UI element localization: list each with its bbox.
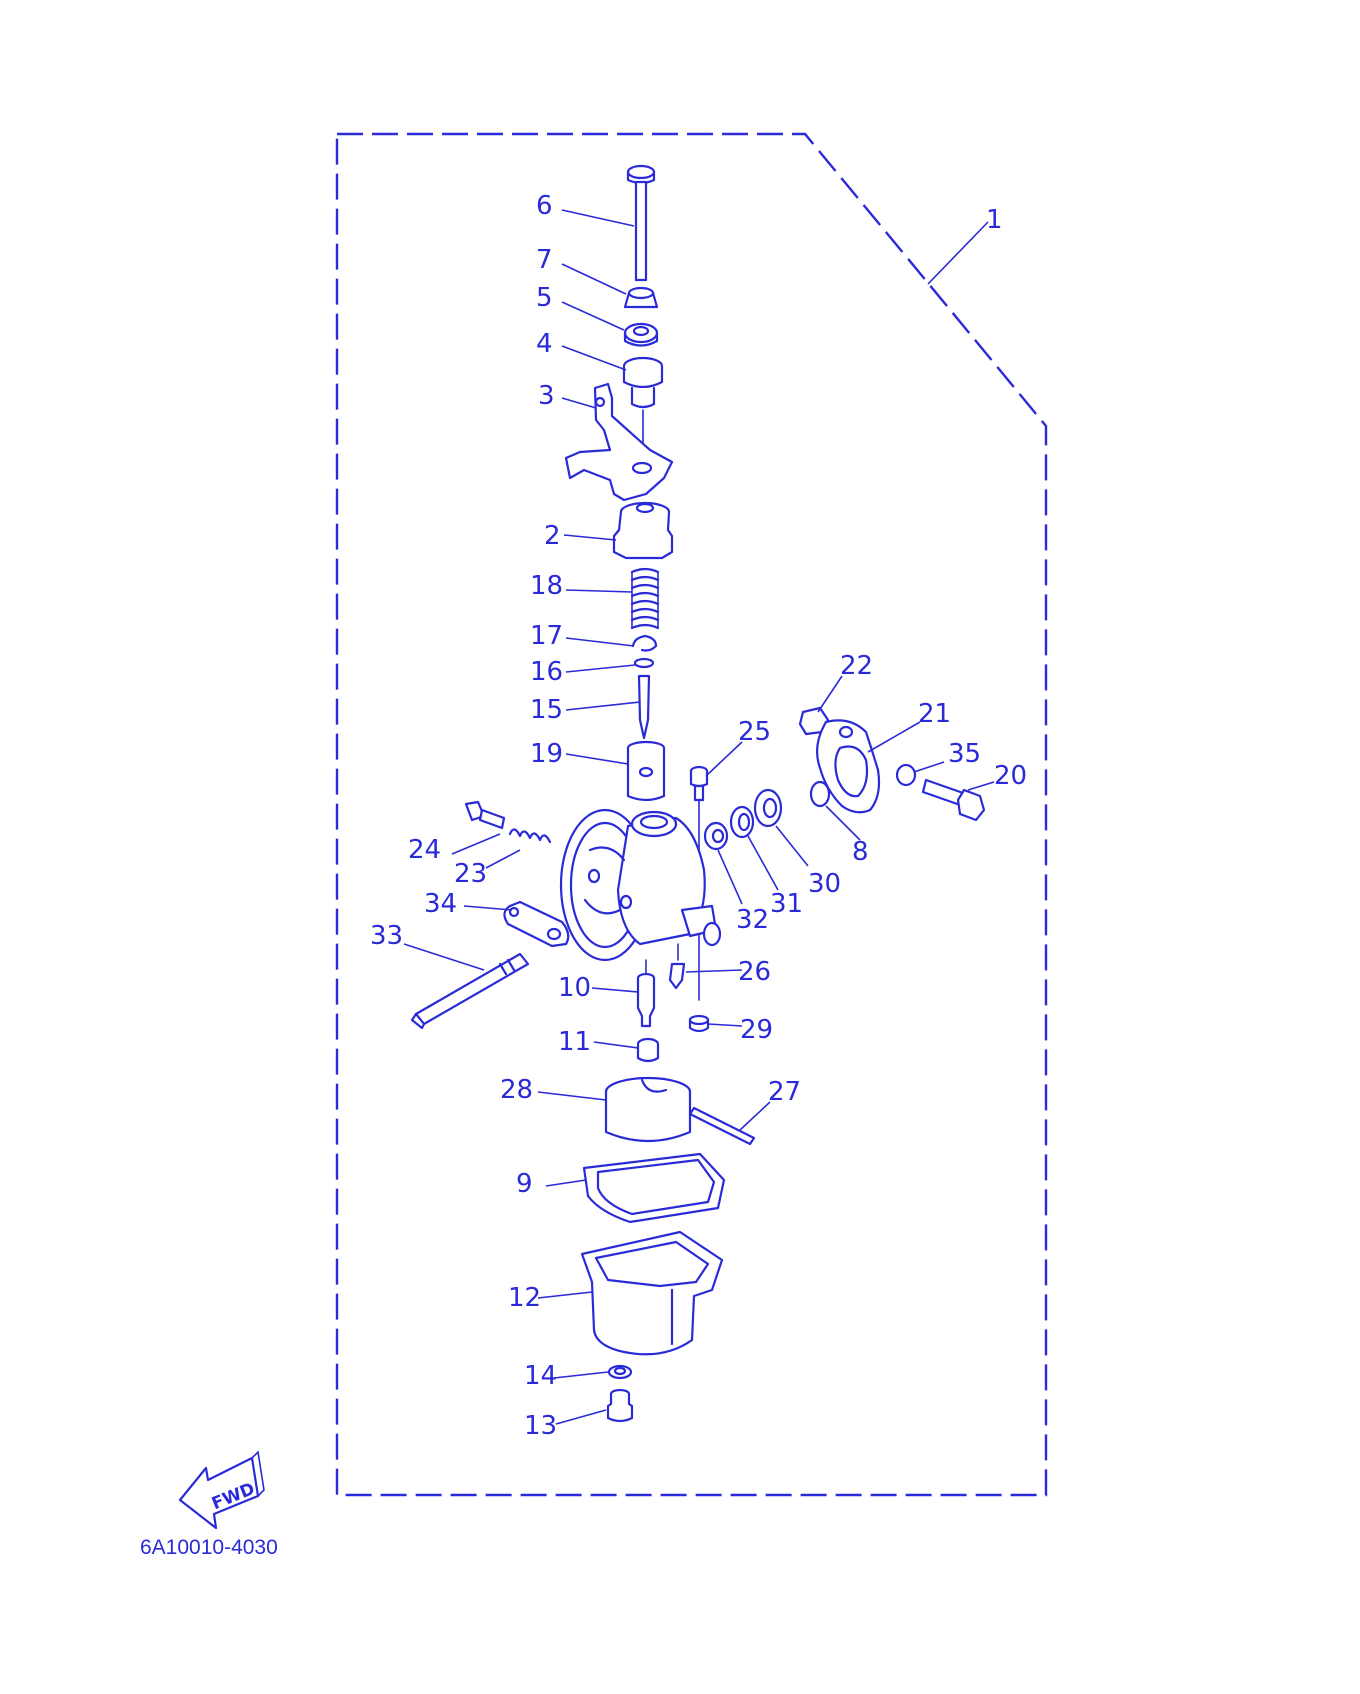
part-washer-14 bbox=[607, 1364, 633, 1380]
part-seal-32 bbox=[703, 821, 729, 851]
part-seal-30 bbox=[753, 788, 783, 828]
part-screw-24 bbox=[464, 800, 506, 830]
part-rod bbox=[626, 164, 656, 282]
part-ring-16 bbox=[633, 657, 655, 669]
part-plug-29 bbox=[688, 1014, 710, 1033]
part-nut-4 bbox=[622, 356, 664, 463]
callout-20: 20 bbox=[994, 761, 1027, 791]
part-spring-23 bbox=[508, 828, 552, 844]
callout-15: 15 bbox=[530, 695, 563, 725]
part-valve-19 bbox=[626, 740, 666, 802]
callout-29: 29 bbox=[740, 1015, 773, 1045]
callout-9: 9 bbox=[516, 1169, 533, 1199]
part-cover-21 bbox=[815, 719, 881, 814]
callout-16: 16 bbox=[530, 657, 563, 687]
assembly-boundary bbox=[335, 132, 1048, 1497]
part-lever-34 bbox=[503, 900, 570, 948]
part-cap-7 bbox=[623, 286, 659, 309]
callout-27: 27 bbox=[768, 1077, 801, 1107]
callout-31: 31 bbox=[770, 889, 803, 919]
callout-12: 12 bbox=[508, 1283, 541, 1313]
callout-33: 33 bbox=[370, 921, 403, 951]
part-pin-27 bbox=[688, 1106, 756, 1146]
callout-1: 1 bbox=[986, 205, 1003, 235]
part-float-28 bbox=[604, 1076, 692, 1143]
part-bowl-12 bbox=[580, 1230, 724, 1356]
part-shaft-33 bbox=[410, 952, 530, 1030]
part-bolt-20 bbox=[921, 778, 986, 822]
callout-34: 34 bbox=[424, 889, 457, 919]
part-seal-31 bbox=[729, 805, 755, 839]
part-seat-26 bbox=[668, 943, 686, 990]
part-washer-5 bbox=[623, 322, 659, 347]
callout-18: 18 bbox=[530, 571, 563, 601]
callout-26: 26 bbox=[738, 957, 771, 987]
callout-25: 25 bbox=[738, 717, 771, 747]
callout-30: 30 bbox=[808, 869, 841, 899]
fwd-direction-marker: FWD bbox=[178, 1450, 265, 1530]
part-gasket-9 bbox=[582, 1152, 726, 1224]
callout-28: 28 bbox=[500, 1075, 533, 1105]
leader-lines bbox=[403, 209, 995, 1425]
part-screw-13 bbox=[606, 1388, 634, 1423]
callout-24: 24 bbox=[408, 835, 441, 865]
part-washer-35 bbox=[895, 763, 917, 787]
part-cap-2 bbox=[612, 501, 674, 560]
part-bracket-3 bbox=[564, 382, 674, 502]
part-carb-body bbox=[559, 808, 722, 962]
callout-10: 10 bbox=[558, 973, 591, 1003]
callout-22: 22 bbox=[840, 651, 873, 681]
callout-35: 35 bbox=[948, 739, 981, 769]
part-oring-8 bbox=[809, 780, 831, 808]
callout-19: 19 bbox=[530, 739, 563, 769]
callout-2: 2 bbox=[544, 521, 561, 551]
assembly-leader bbox=[927, 221, 989, 285]
parts bbox=[410, 164, 986, 1423]
callout-11: 11 bbox=[558, 1027, 591, 1057]
callout-6: 6 bbox=[536, 191, 553, 221]
part-jet-11 bbox=[636, 1037, 660, 1063]
callout-3: 3 bbox=[538, 381, 555, 411]
callout-4: 4 bbox=[536, 329, 553, 359]
part-nozzle-10 bbox=[636, 959, 656, 1028]
callout-14: 14 bbox=[524, 1361, 557, 1391]
callout-8: 8 bbox=[852, 837, 869, 867]
callout-labels: 1 2 3 4 5 6 7 8 9 10 11 12 13 14 15 16 1… bbox=[370, 191, 1027, 1441]
callout-13: 13 bbox=[524, 1411, 557, 1441]
callout-32: 32 bbox=[736, 905, 769, 935]
callout-7: 7 bbox=[536, 245, 553, 275]
callout-17: 17 bbox=[530, 621, 563, 651]
diagram-code: 6A10010-4030 bbox=[140, 1536, 278, 1559]
callout-23: 23 bbox=[454, 859, 487, 889]
part-spring-18 bbox=[630, 567, 660, 630]
part-clip-17 bbox=[631, 634, 658, 652]
callout-21: 21 bbox=[918, 699, 951, 729]
fwd-arrow-icon bbox=[178, 1456, 260, 1530]
callout-5: 5 bbox=[536, 283, 553, 313]
part-needle-15 bbox=[637, 674, 651, 740]
